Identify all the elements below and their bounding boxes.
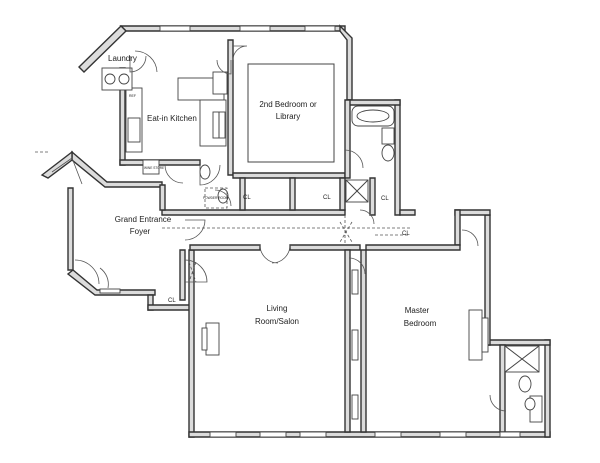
closet-label: CL — [402, 231, 410, 237]
kitchen-label: Eat-in Kitchen — [147, 114, 197, 123]
windows — [99, 25, 521, 438]
kitchen-fixtures — [101, 67, 228, 175]
washer-icon — [104, 73, 116, 85]
room-labels: Laundry Eat-in Kitchen 2nd Bedroom or Li… — [108, 54, 437, 328]
living-label-line1: Living — [267, 304, 288, 313]
foyer-label-line2: Foyer — [130, 227, 151, 236]
wine-label: WINE STORE — [144, 166, 164, 170]
interior-walls — [119, 39, 506, 433]
closet-labels: CL CL CL CL CL — [168, 195, 410, 304]
living-fireplace — [205, 322, 220, 356]
master-label-line1: Master — [405, 306, 430, 315]
sink-icon — [127, 117, 141, 143]
foyer-label-line1: Grand Entrance — [115, 215, 172, 224]
powder-label: POWDER ROOM — [203, 196, 228, 200]
door-swings — [51, 45, 507, 412]
dashed-lines — [35, 151, 410, 283]
bedroom2-label-line2: Library — [276, 112, 300, 121]
fireplaces — [201, 269, 489, 420]
living-label-line2: Room/Salon — [255, 317, 299, 326]
master-toilet-icon — [518, 375, 532, 393]
closet-label: CL — [323, 195, 331, 201]
bedroom2-outline — [247, 63, 335, 163]
ref-label: REF — [129, 94, 136, 98]
closet-label: CL — [381, 196, 389, 202]
master-fireplace — [468, 309, 483, 361]
closet-label: CL — [168, 298, 176, 304]
bath-fixtures — [199, 105, 543, 423]
master-label-line2: Bedroom — [404, 319, 437, 328]
bedroom2-label-line1: 2nd Bedroom or — [259, 100, 317, 109]
dryer-icon — [118, 73, 130, 85]
toilet-icon — [381, 144, 395, 162]
laundry-label: Laundry — [108, 54, 137, 63]
fixture-labels: REF WINE STORE POWDER ROOM — [129, 94, 228, 200]
closet-label: CL — [243, 195, 251, 201]
powder-toilet-icon — [199, 164, 211, 180]
